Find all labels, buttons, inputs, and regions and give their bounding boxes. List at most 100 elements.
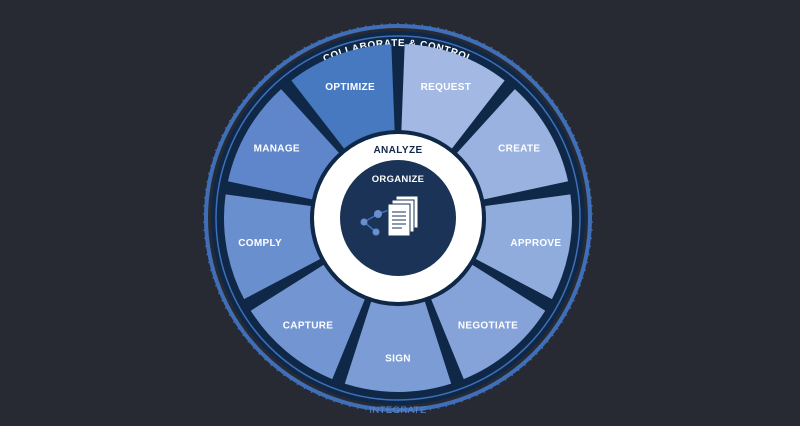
segment-optimize [291,44,395,149]
ring-tick [221,134,227,138]
ring-tick [553,325,559,330]
ring-tick [228,312,234,317]
segment-negotiate [431,264,546,380]
ring-tick [356,27,360,33]
ring-tick [421,24,424,30]
ring-tick [325,36,329,42]
ring-tick [258,350,263,355]
ring-tick [204,188,211,191]
ring-tick [584,252,590,256]
organize-label: ORGANIZE [372,174,425,185]
ring-tick [474,391,478,397]
ring-tick [548,99,554,104]
ring-tick [232,112,238,117]
ring-tick [247,93,253,98]
ring-tick [264,75,269,80]
ring-tick [296,50,301,56]
segment-label-create: CREATE [498,144,540,155]
ring-tick [372,24,375,30]
ring-tick [572,141,579,146]
ring-tick [543,338,549,343]
ring-tick [282,59,287,65]
segment-approve [475,194,572,300]
ring-tick [310,43,315,49]
ring-tick [224,305,230,309]
ring-tick [264,356,269,361]
ring-tick [340,31,344,37]
ring-tick [509,371,514,377]
ring-tick [558,112,564,117]
ring-tick [566,127,572,131]
ring-tick [282,371,287,377]
ring-tick [582,260,589,264]
ring-tick [569,134,575,138]
ring-tick [318,391,322,397]
ring-tick [509,59,514,65]
ring-tick [488,384,493,390]
segment-label-capture: CAPTURE [283,321,333,332]
ring-tick [533,81,538,86]
ring-tick [247,338,253,343]
segment-label-negotiate: NEGOTIATE [458,321,518,332]
ring-tick [325,394,329,400]
ring-tick [538,344,544,350]
ring-tick [207,260,214,264]
ring-tick [203,237,210,240]
ring-tick [252,86,258,92]
ring-tick [575,283,582,287]
ring-tick [495,380,500,386]
ring-tick [242,99,248,104]
segment-labels: REQUESTCREATEAPPROVENEGOTIATESIGNCAPTURE… [238,82,561,365]
ring-tick [303,46,308,52]
ring-tick [481,43,486,49]
collaborate-band-inner-line [215,35,581,401]
ring-tick [356,403,360,409]
ring-tick [270,69,275,75]
ring-tick [237,325,243,330]
ring-tick [543,93,549,98]
ring-tick [364,25,368,31]
ring-tick [276,366,281,372]
ring-tick [207,172,214,176]
ring-tick [209,268,216,272]
segment-comply [223,194,321,300]
ring-tick [548,332,554,337]
ring-tick [289,55,294,61]
ring-tick [303,384,308,390]
ring-tick [242,332,248,337]
ring-tick [364,405,368,411]
ring-tick [527,356,532,361]
ring-tick [228,119,234,124]
ring-tick [428,25,432,31]
ring-tick [232,319,238,324]
ring-tick [206,252,212,256]
segment-manage [227,89,339,200]
ring-tick [252,344,258,350]
ring-tick [575,149,582,153]
documents-network-icon [360,195,419,237]
ring-tick [459,33,463,39]
segment-request [401,44,505,149]
segment-create [457,89,569,200]
ring-tick [586,237,593,240]
ring-tick [444,28,448,35]
ring-tick [452,399,456,405]
ring-tick [474,39,478,45]
segment-sign [344,301,452,392]
ring-tick [515,64,520,70]
ring-tick [428,405,432,411]
ring-tick [578,276,584,279]
ring-tick [444,401,448,408]
ring-tick [521,69,526,75]
ring-tick [340,399,344,405]
ring-tick [584,180,590,184]
ring-tick [237,106,243,111]
ring-tick [572,290,579,295]
ring-tick [582,172,589,176]
ring-tick [553,106,559,111]
ring-tick [558,319,564,324]
ring-tick [481,387,486,393]
ring-tick [467,394,471,400]
ring-tick [212,276,218,279]
ring-tick [527,75,532,80]
